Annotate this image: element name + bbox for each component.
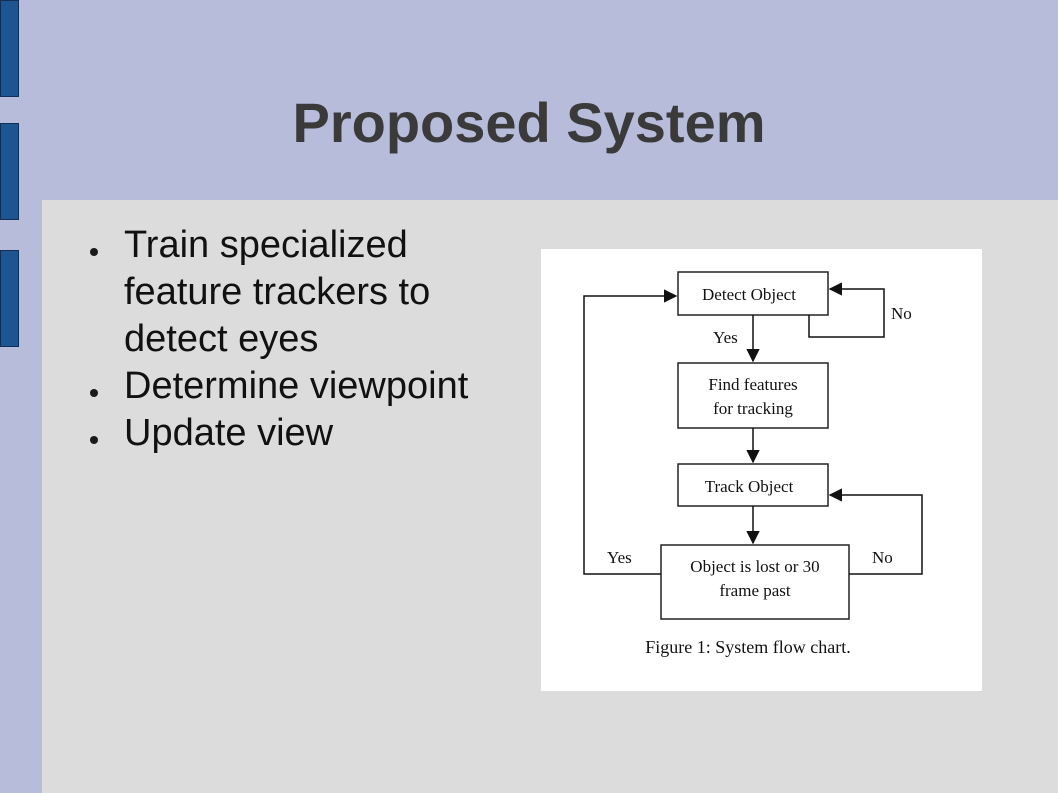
figure-caption: Figure 1: System flow chart. bbox=[645, 637, 850, 657]
side-tab-3 bbox=[0, 250, 19, 347]
edge-lost-no-loop bbox=[828, 488, 923, 575]
bullet-dot-icon bbox=[90, 389, 98, 397]
node-lost-label-1: Object is lost or 30 bbox=[690, 557, 819, 576]
side-tab-2 bbox=[0, 123, 19, 220]
node-track-label: Track Object bbox=[705, 477, 794, 496]
label-detect-no: No bbox=[891, 304, 912, 323]
node-object-lost bbox=[660, 544, 850, 620]
bullet-dot-icon bbox=[90, 436, 98, 444]
bullet-list: Train specialized feature trackers to de… bbox=[90, 222, 530, 457]
label-lost-yes: Yes bbox=[607, 548, 632, 567]
bullet-text: Train specialized feature trackers to de… bbox=[124, 224, 431, 360]
label-detect-yes: Yes bbox=[713, 328, 738, 347]
bullet-text: Determine viewpoint bbox=[124, 365, 469, 407]
label-lost-no: No bbox=[872, 548, 893, 567]
bullet-item: Determine viewpoint bbox=[90, 363, 530, 410]
node-find-label-2: for tracking bbox=[713, 399, 793, 418]
flowchart-svg: Detect Object Find features for tracking… bbox=[583, 271, 923, 657]
flowchart-figure: Detect Object Find features for tracking… bbox=[541, 249, 982, 691]
bullet-text: Update view bbox=[124, 412, 334, 454]
bullet-item: Train specialized feature trackers to de… bbox=[90, 222, 530, 363]
edge-detect-no-loop bbox=[808, 282, 885, 338]
bullet-item: Update view bbox=[90, 410, 530, 457]
node-track-object bbox=[677, 463, 829, 507]
node-find-label-1: Find features bbox=[708, 375, 797, 394]
node-detect-label: Detect Object bbox=[702, 285, 796, 304]
bullet-dot-icon bbox=[90, 248, 98, 256]
edge-lost-yes-loop bbox=[583, 289, 678, 575]
node-lost-label-2: frame past bbox=[719, 581, 791, 600]
side-tab-1 bbox=[0, 0, 19, 97]
slide-title: Proposed System bbox=[292, 91, 766, 154]
node-find-features bbox=[677, 362, 829, 429]
